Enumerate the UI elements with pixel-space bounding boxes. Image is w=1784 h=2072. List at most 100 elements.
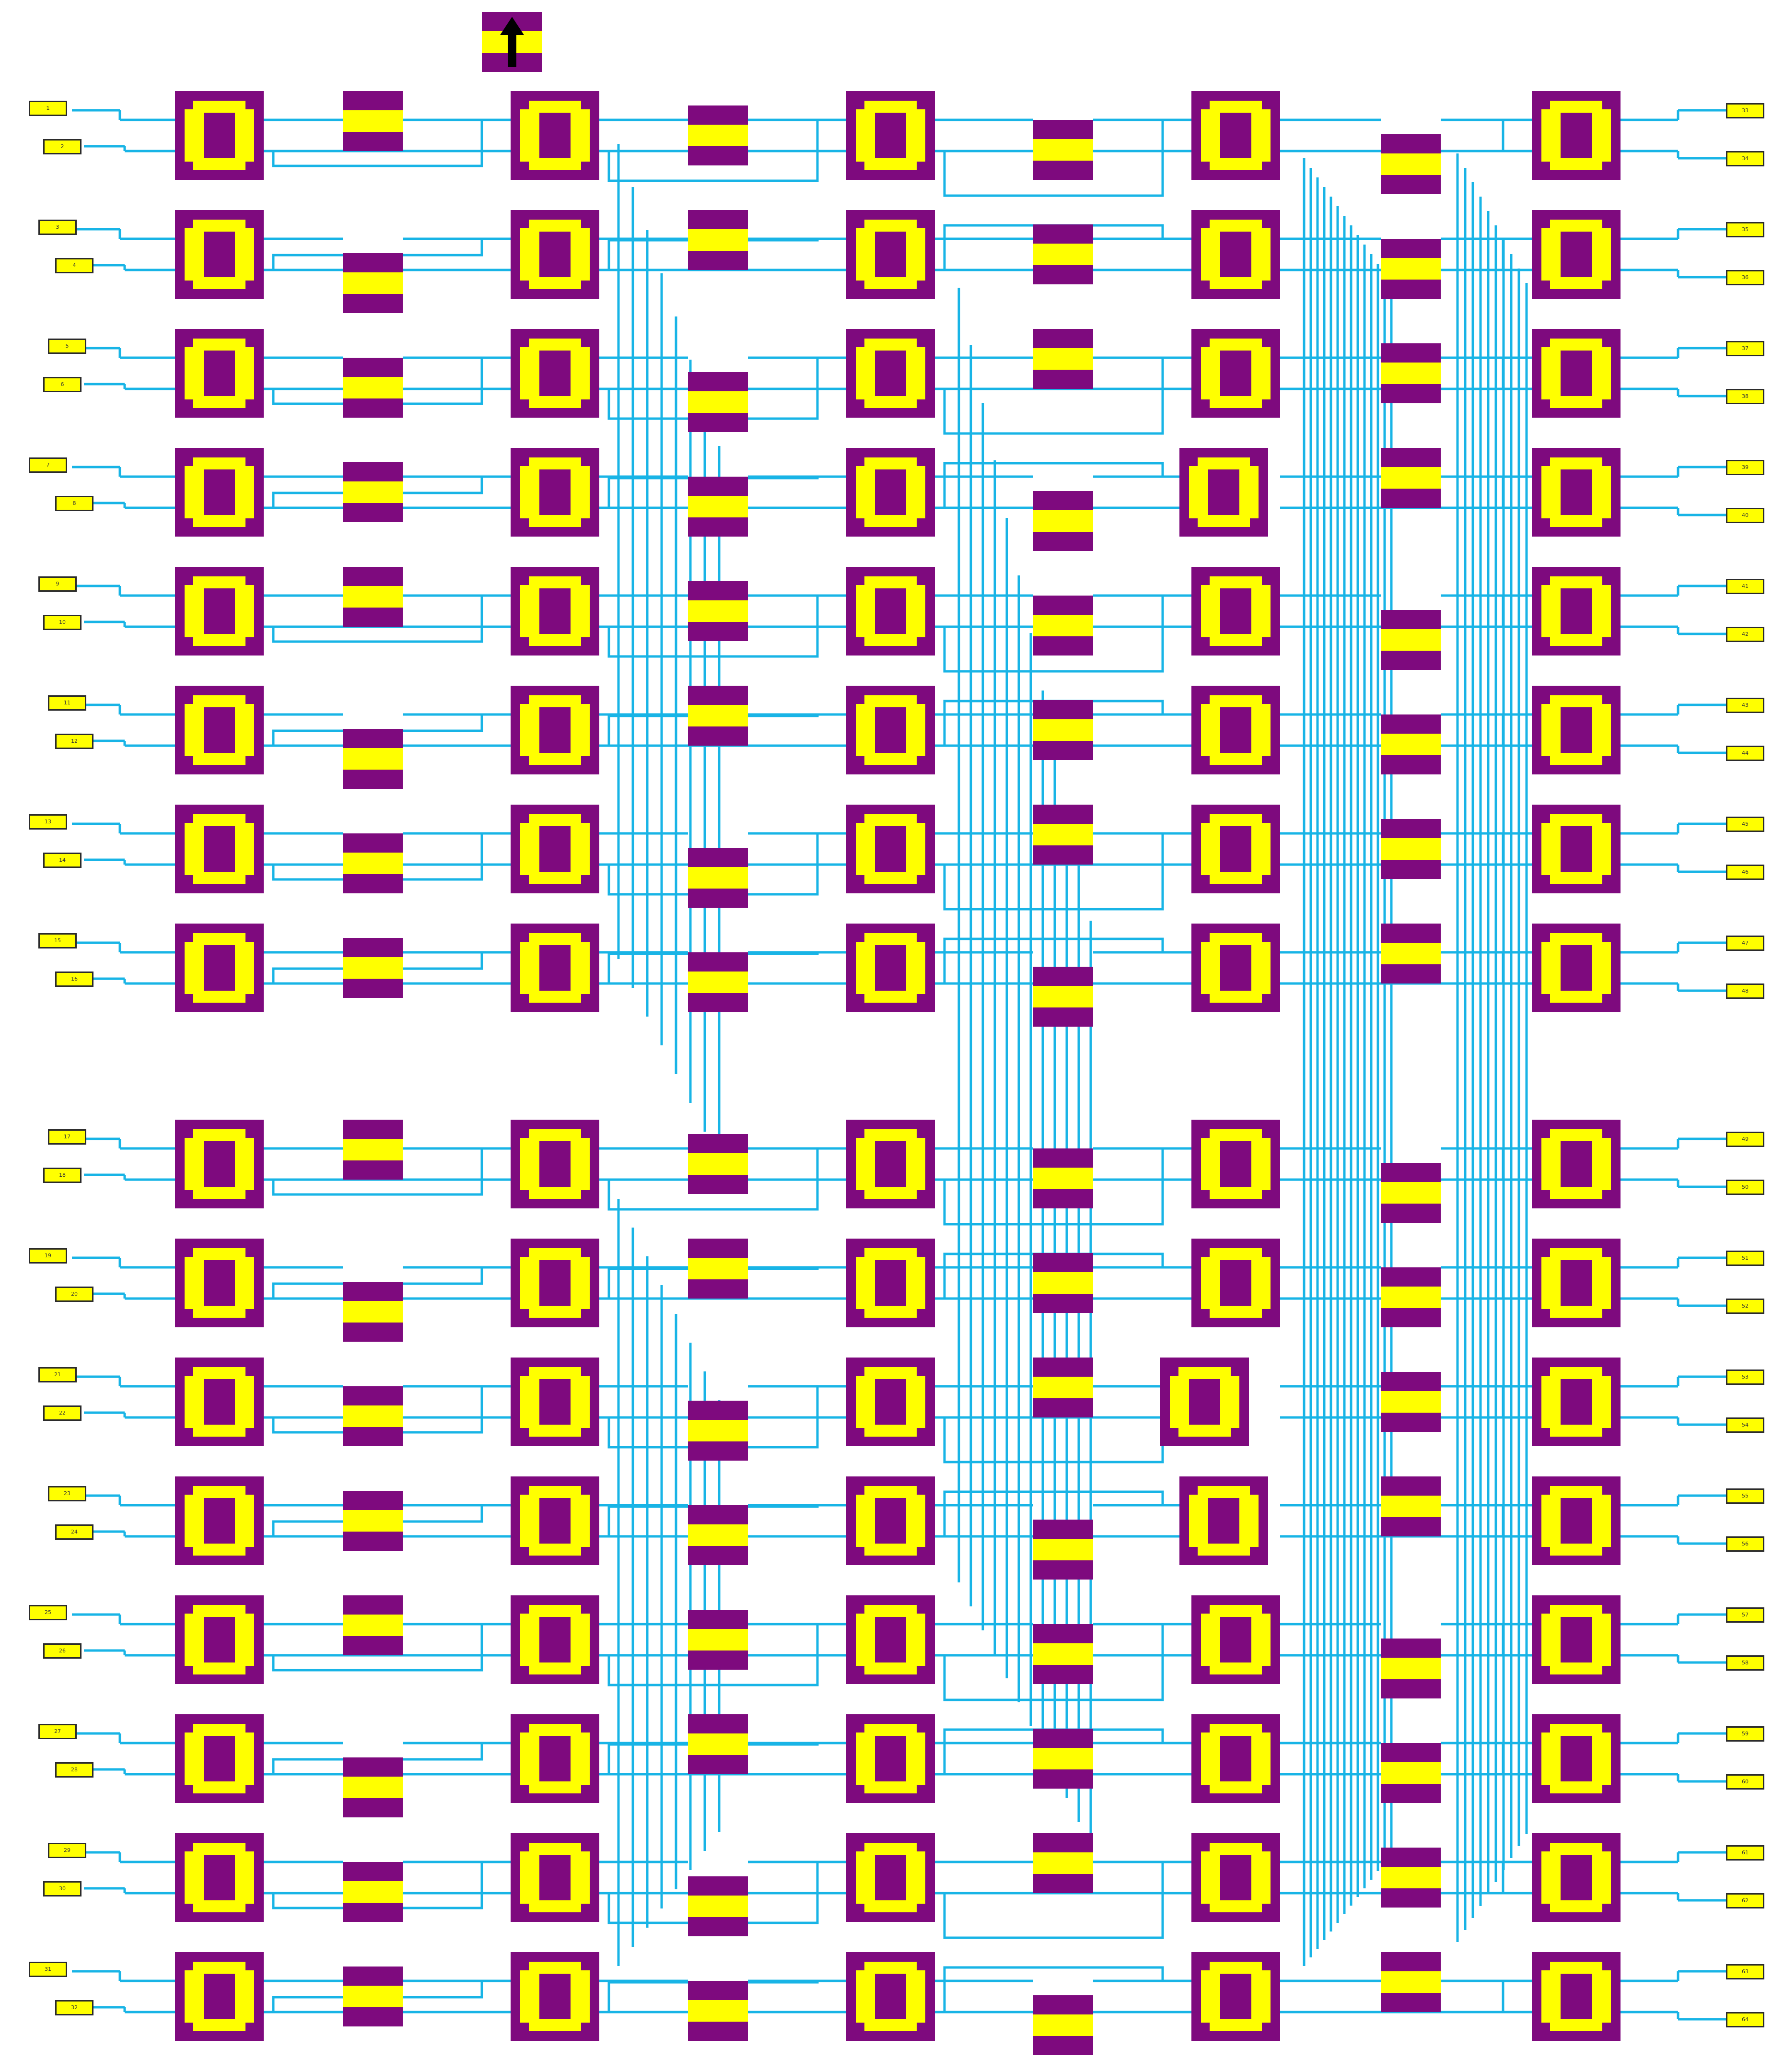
wire [272,118,511,167]
buffer-band [343,748,403,770]
switch-block-notch [1602,1428,1611,1437]
switch-block-notch [1201,637,1210,646]
input-tag: 6 [43,377,82,392]
switch-block-core [204,1974,235,2019]
switch-block-notch [185,994,193,1003]
switch-block-notch [917,1248,925,1257]
input-tag: 2 [43,139,82,154]
switch-block-notch [1602,1724,1611,1733]
buffer-block [1033,700,1093,760]
switch-block-notch [1201,1248,1210,1257]
buffer-band [343,272,403,294]
buffer-band [1381,1971,1441,1993]
switch-block-notch [1262,1904,1271,1912]
input-tag: 27 [38,1724,77,1739]
switch-block [1532,448,1621,537]
switch-block-notch [917,1904,925,1912]
buffer-band [343,1615,403,1636]
buffer-block [1033,1729,1093,1789]
switch-block-notch [1541,281,1550,289]
buffer-block [343,1757,403,1817]
switch-block-notch [856,1605,864,1614]
wire [272,594,511,643]
switch-block-core [1561,1141,1592,1187]
switch-block-notch [185,933,193,942]
switch-block-notch [245,994,254,1003]
switch-block-notch [1602,1605,1611,1614]
buffer-band [688,1258,748,1279]
switch-block-notch [1541,1904,1550,1912]
buffer-block [1033,1995,1093,2055]
switch-block-notch [185,1129,193,1138]
switch-block-core [204,1141,235,1187]
buffer-band [343,481,403,503]
switch-block-core [875,1617,906,1662]
buffer-band [688,1896,748,1917]
switch-block [1532,210,1621,299]
buffer-band [343,1405,403,1427]
switch-block-core [1220,707,1251,753]
wire [607,1385,846,1449]
buffer-band [1381,1182,1441,1204]
switch-block-notch [581,875,590,884]
switch-block-core [204,1617,235,1662]
switch-block-notch [185,1962,193,1970]
switch-block-notch [1201,576,1210,585]
switch-block [846,1358,935,1446]
output-tag: 33 [1726,103,1764,118]
buffer-block [343,1967,403,2026]
switch-block-core [1220,826,1251,872]
switch-block-notch [520,162,529,170]
wire [272,1147,511,1196]
switch-block-notch [856,814,864,823]
switch-block-notch [1201,1309,1210,1318]
buffer-band [688,2000,748,2022]
switch-block [511,91,599,180]
switch-block-notch [245,1428,254,1437]
output-tag: 59 [1726,1726,1764,1742]
switch-block-core [875,1974,906,2019]
switch-block [1179,448,1268,537]
buffer-band [343,957,403,979]
switch-block [511,448,599,537]
switch-block-core [1561,945,1592,991]
output-tag: 36 [1726,270,1764,285]
switch-block-notch [185,281,193,289]
buffer-block [343,1491,403,1551]
switch-block-core [204,1855,235,1900]
switch-block [1191,91,1280,180]
buffer-band [343,1139,403,1160]
switch-block-notch [856,518,864,527]
switch-block-core [204,707,235,753]
switch-block-core [204,588,235,634]
buffer-band [1033,1377,1093,1398]
switch-block-notch [1541,457,1550,466]
switch-block-notch [1262,220,1271,228]
switch-block-notch [917,399,925,408]
switch-block-core [539,232,571,277]
switch-block-notch [1602,1190,1611,1199]
switch-block-notch [185,576,193,585]
switch-block [1532,1239,1621,1327]
switch-block-notch [1262,281,1271,289]
switch-block-notch [1201,814,1210,823]
input-tag: 1 [29,101,67,116]
switch-block-notch [185,1904,193,1912]
switch-block-notch [1541,1248,1550,1257]
switch-block [511,567,599,656]
switch-block-notch [185,220,193,228]
buffer-block [1033,805,1093,865]
buffer-block [1381,1952,1441,2012]
switch-block-notch [581,1129,590,1138]
switch-block-notch [917,1666,925,1674]
buffer-block [1033,1520,1093,1580]
wire [272,1623,511,1672]
switch-block [175,1952,264,2041]
buffer-block [1381,924,1441,983]
wire [607,1979,846,2012]
switch-block-notch [917,457,925,466]
switch-block [175,1595,264,1684]
switch-block-notch [917,101,925,109]
switch-block-notch [1602,162,1611,170]
switch-block-notch [520,695,529,704]
